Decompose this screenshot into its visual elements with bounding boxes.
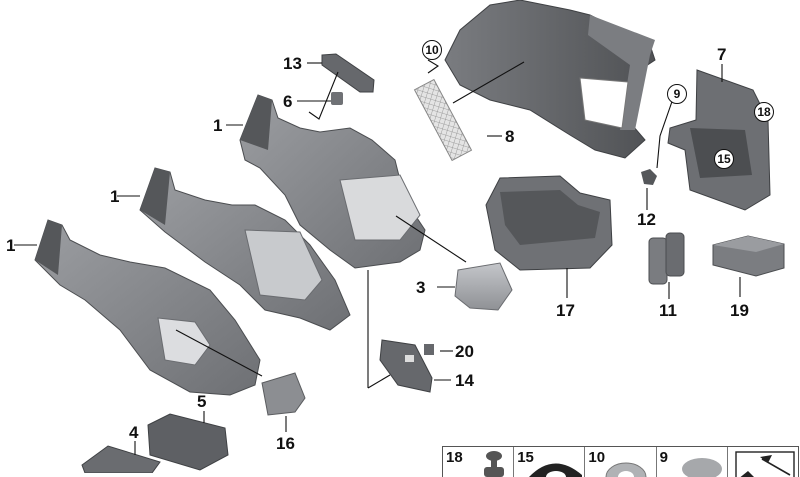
part-1-upper-trim [239,94,426,269]
part-14-panel [379,339,433,393]
part-17-tray [485,175,613,271]
callout-4: 4 [129,423,139,442]
part-12-clip [641,169,657,185]
callout-1-lower: 1 [6,236,16,255]
leader-lines [14,59,741,455]
circled-callout-18: 18 [754,102,774,122]
part-3-cover [454,262,513,311]
legend-label: 15 [517,449,534,466]
part-13-strap [321,53,375,93]
legend-label: 10 [588,449,606,466]
part-1-middle-trim [139,167,351,331]
callout-11: 11 [659,301,677,320]
part-4-mat [81,445,161,473]
part-8-mesh-net [413,78,473,162]
part-1-lower-trim [34,219,261,396]
part-19-cover [712,235,785,277]
circled-callout-9: 9 [667,84,687,104]
callout-1-upper: 1 [213,116,223,135]
callout-13: 13 [283,54,302,73]
spring-nut-icon [605,462,647,477]
callout-17: 17 [556,301,575,320]
round-cap-icon [681,458,722,477]
callout-6: 6 [283,92,293,111]
callout-1-middle: 1 [110,187,120,206]
part-16-cover [261,372,306,416]
callout-14: 14 [455,371,474,390]
part-6-nut [331,92,343,105]
legend-label: 9 [659,449,668,466]
legend-cell-9: 9 [657,447,728,477]
circled-callout-15: 15 [714,149,734,169]
part-20-clip [424,344,434,355]
callout-19: 19 [730,301,749,320]
side-panel-large [444,0,656,159]
callout-20: 20 [455,342,474,361]
part-11-bracket [648,232,685,285]
legend-strip: 18 15 10 9 [442,446,799,477]
callout-3: 3 [416,278,426,297]
part-14-opening [405,355,414,362]
circled-callout-10: 10 [422,40,442,60]
clip-ring-icon [529,463,583,477]
callout-5: 5 [197,392,207,411]
callout-12: 12 [637,210,656,229]
callout-8: 8 [505,127,515,146]
legend-label: 18 [446,449,463,466]
callout-16: 16 [276,434,295,453]
part-5-bin [147,413,229,471]
callout-7: 7 [717,45,727,64]
